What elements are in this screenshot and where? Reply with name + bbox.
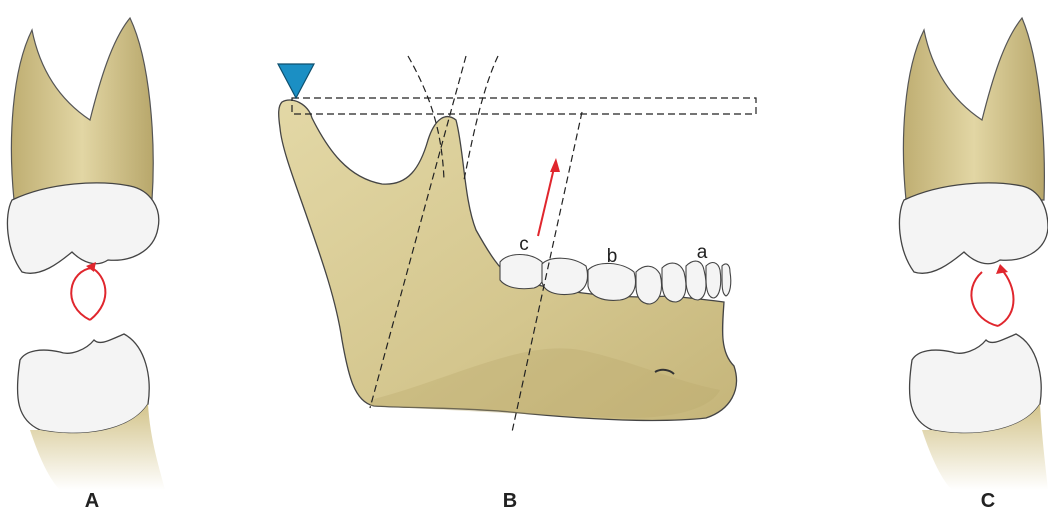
panel-label-b: B [503, 490, 517, 513]
reference-marker-triangle-icon [278, 64, 314, 98]
panel-b-drawing [250, 0, 810, 514]
panel-a: A [0, 0, 180, 514]
lower-tooth-crown [17, 334, 149, 433]
movement-arrow-icon [538, 168, 554, 236]
arrow-head [550, 158, 560, 172]
panel-label-a: A [85, 490, 99, 513]
upper-tooth-root [903, 18, 1044, 200]
tooth-label-c: c [519, 234, 529, 256]
reference-plane-box [292, 98, 756, 114]
movement-arrow-icon [90, 268, 105, 320]
panel-a-drawing [0, 0, 180, 514]
panel-c-drawing [880, 0, 1048, 514]
tooth-label-a: a [697, 242, 708, 264]
tooth-label-b: b [607, 246, 618, 268]
panel-b: c b a B [250, 0, 810, 514]
upper-tooth-crown [7, 183, 158, 273]
panel-label-c: C [981, 490, 995, 513]
lower-tooth-crown [909, 334, 1041, 433]
arrow-head [996, 264, 1008, 274]
movement-arrow-icon [998, 270, 1014, 326]
arc-line-right [464, 56, 498, 180]
upper-tooth-root [11, 18, 153, 200]
upper-tooth-crown [899, 183, 1048, 273]
panel-c: C [880, 0, 1048, 514]
movement-arrow-icon [71, 268, 92, 320]
movement-arrow-icon [971, 272, 998, 326]
